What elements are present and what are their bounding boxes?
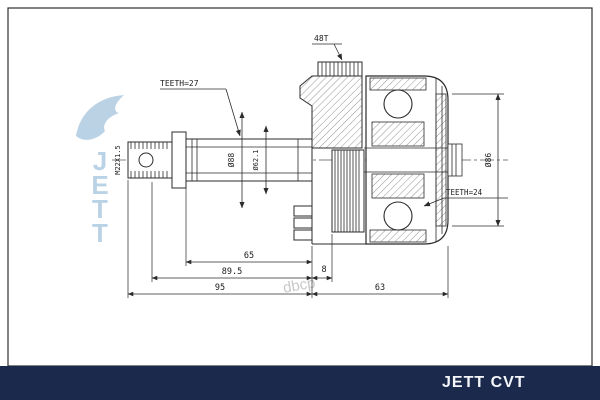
watermark-letter: T [92,218,108,248]
shaft [171,131,313,189]
inner-spline-comb [331,149,365,233]
bell-housing [364,75,463,245]
threaded-stub [127,141,173,179]
bell-inner-lines [364,78,448,242]
length-dimensions [127,180,449,298]
bearing-ball-bottom [383,201,413,231]
outer-race-top [369,77,427,91]
bird-icon [76,95,124,140]
abs-ring-count-label: 48T [314,34,329,43]
watermark-letter: E [91,170,108,200]
callouts: TEETH=27 48T TEETH=24 [160,34,508,207]
shaft-teeth-leader [225,88,241,137]
dim-63-label: 63 [375,283,385,293]
stub-bore [447,143,463,177]
dia-62-label: Ø62.1 [252,149,260,170]
stub-hole [138,152,154,168]
watermark-letter: J [93,146,107,176]
watermark-letter: T [92,194,108,224]
shaft-spline-lines [186,139,312,181]
diameter-dimensions [239,93,504,227]
boot-groove-bands [293,205,313,241]
abs-ring-leader [333,43,343,61]
shaft-teeth-label: TEETH=27 [160,79,199,88]
dim-8-label: 8 [321,265,326,275]
abs-ring [317,61,363,77]
thread-ticks [130,142,168,178]
housing-section [299,75,363,149]
dim-89-label: 89.5 [222,267,242,277]
jett-logo-watermark: J E T T [76,95,124,248]
inner-race-top [371,121,425,147]
outer-race-bottom [369,229,427,243]
dim-95-label: 95 [215,283,225,293]
shaft-collar [171,131,187,189]
dia-88-label: Ø88 [226,153,236,168]
inner-teeth-label: TEETH=24 [446,188,483,197]
dia-86-label: Ø86 [483,153,493,168]
dim-65-label: 65 [244,251,254,261]
extension-lines [127,180,449,298]
brand-label: JETT CVT [442,374,526,391]
bell-end-section [435,93,447,227]
inner-race-bottom [371,173,425,199]
inner-teeth-leader [423,197,445,207]
dia-86-extensions [452,93,504,227]
abs-ring-teeth [321,62,359,76]
footer-bar: JETT CVT [0,366,600,400]
bearing-ball-top [383,89,413,119]
spline-shaft [185,138,313,182]
thread-size-label: M22X1.5 [114,145,122,175]
